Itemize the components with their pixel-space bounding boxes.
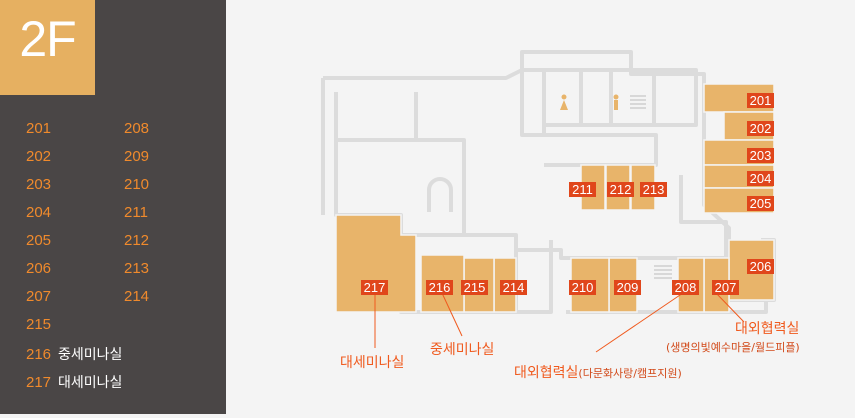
- floor-badge: 2F: [0, 0, 95, 95]
- callout-line-216: [441, 292, 463, 337]
- room-link-212[interactable]: 212: [124, 232, 149, 249]
- room-number: 210: [124, 176, 150, 193]
- callout-large-seminar: 대세미나실: [340, 352, 404, 372]
- callout-lines: [374, 292, 745, 353]
- room-tag-203[interactable]: 203: [747, 148, 774, 163]
- room-tag-206[interactable]: 206: [747, 259, 774, 274]
- floor-sidebar: 2F 201 202 203 204 205 206 207 215 216 중세미나실 217 대세…: [0, 0, 226, 414]
- room-name: 중세미나실: [58, 347, 123, 363]
- room-tag-211[interactable]: 211: [569, 182, 596, 197]
- room-name: 대세미나실: [58, 375, 123, 391]
- room-tag-208[interactable]: 208: [672, 280, 699, 295]
- room-tag-205[interactable]: 205: [747, 196, 774, 211]
- wall-restroom-block: [544, 68, 698, 127]
- room-number: 212: [124, 232, 150, 249]
- room-link-202[interactable]: 202: [26, 148, 51, 165]
- room-tag-202[interactable]: 202: [747, 121, 774, 136]
- floor-label: 2F: [19, 11, 76, 67]
- room-number: 207: [26, 288, 52, 305]
- stairs-icon: [630, 95, 646, 109]
- room-tag-215[interactable]: 215: [461, 280, 488, 295]
- mens-restroom-icon: [613, 94, 619, 110]
- room-link-204[interactable]: 204: [26, 204, 51, 221]
- room-link-201[interactable]: 201: [26, 120, 51, 137]
- stairs-icon-lower: [654, 265, 672, 279]
- room-number: 211: [124, 204, 148, 221]
- room-link-215[interactable]: 215: [26, 316, 51, 333]
- room-number: 209: [124, 148, 150, 165]
- room-link-211[interactable]: 211: [124, 204, 148, 221]
- callout-intl-cooperation-1-text: 대외협력실: [514, 365, 579, 381]
- wall-inner-top: [334, 92, 418, 142]
- room-number: 204: [26, 204, 52, 221]
- room-tag-217[interactable]: 217: [361, 280, 388, 295]
- room-tag-207[interactable]: 207: [712, 280, 739, 295]
- callout-line-208: [595, 292, 684, 353]
- callout-intl-cooperation-2-detail: (생명의빛예수마을/월드피플): [666, 341, 800, 354]
- callout-intl-cooperation-1-detail: (다문화사랑/캠프지원): [578, 367, 682, 380]
- room-link-208[interactable]: 208: [124, 120, 149, 137]
- room-link-213[interactable]: 213: [124, 260, 149, 277]
- room-number: 201: [26, 120, 52, 137]
- room-number: 214: [124, 288, 150, 305]
- room-tag-216[interactable]: 216: [426, 280, 453, 295]
- callout-intl-cooperation-2-detail-wrap: (생명의빛예수마을/월드피플): [666, 339, 800, 355]
- callout-large-seminar-text: 대세미나실: [340, 355, 405, 371]
- room-tag-201[interactable]: 201: [747, 93, 774, 108]
- callout-intl-cooperation-2: 대외협력실: [735, 318, 799, 338]
- callout-medium-seminar: 중세미나실: [430, 339, 494, 359]
- womens-restroom-icon: [560, 94, 568, 110]
- room-number: 213: [124, 260, 150, 277]
- room-number: 206: [26, 260, 52, 277]
- room-link-214[interactable]: 214: [124, 288, 149, 305]
- room-number: 208: [124, 120, 150, 137]
- room-tag-214[interactable]: 214: [500, 280, 527, 295]
- room-tag-213[interactable]: 213: [640, 182, 667, 197]
- wall-stair-block: [514, 235, 553, 314]
- room-number: 202: [26, 148, 52, 165]
- room-number: 205: [26, 232, 52, 249]
- room-number: 217: [26, 374, 52, 391]
- room-link-205[interactable]: 205: [26, 232, 51, 249]
- floor-map: 201 202 203 204 205 206 207 208 209 210 211 212 213 2…: [226, 0, 855, 414]
- room-link-203[interactable]: 203: [26, 176, 51, 193]
- room-tag-210[interactable]: 210: [569, 280, 596, 295]
- wall-arch: [427, 177, 453, 212]
- callout-medium-seminar-text: 중세미나실: [430, 342, 495, 358]
- room-number: 216: [26, 346, 52, 363]
- room-link-217[interactable]: 217 대세미나실: [26, 372, 122, 392]
- room-217-area: [335, 214, 417, 313]
- callout-intl-cooperation-1: 대외협력실(다문화사랑/캠프지원): [514, 362, 682, 382]
- callout-line-207: [715, 292, 745, 323]
- floor-plan: [321, 50, 776, 353]
- room-tag-204[interactable]: 204: [747, 171, 774, 186]
- room-link-207[interactable]: 207: [26, 288, 51, 305]
- room-link-216[interactable]: 216 중세미나실: [26, 344, 122, 364]
- wall-middle-top: [520, 68, 546, 137]
- room-number: 215: [26, 316, 52, 333]
- room-link-210[interactable]: 210: [124, 176, 149, 193]
- room-link-209[interactable]: 209: [124, 148, 149, 165]
- wall-corridor-upper: [544, 133, 658, 167]
- room-tag-212[interactable]: 212: [607, 182, 634, 197]
- room-tag-209[interactable]: 209: [614, 280, 641, 295]
- room-link-206[interactable]: 206: [26, 260, 51, 277]
- room-number: 203: [26, 176, 52, 193]
- room-fills: [335, 83, 775, 313]
- callout-intl-cooperation-2-text: 대외협력실: [735, 321, 800, 337]
- facility-icons: [560, 94, 672, 279]
